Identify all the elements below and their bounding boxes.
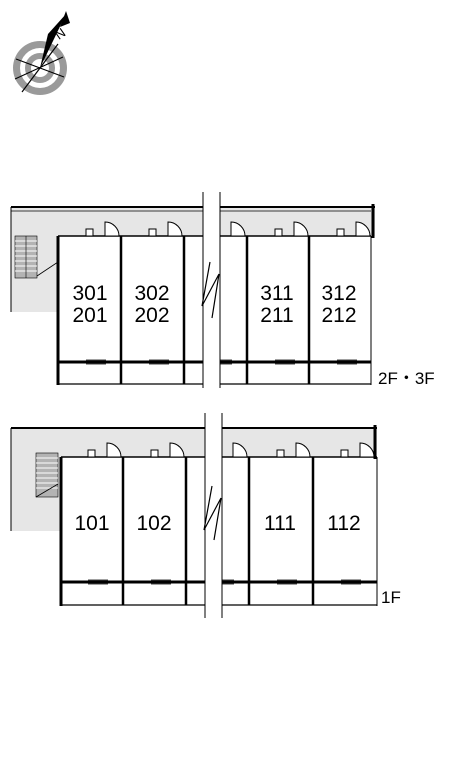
unit-label: 211: [260, 304, 293, 327]
floor-label: 2F・3F: [378, 369, 435, 388]
door-symbols: [85, 221, 371, 237]
stairs: [14, 235, 59, 279]
unit-label: 102: [136, 512, 171, 535]
unit-label: 111: [264, 512, 296, 535]
stairs: [35, 452, 59, 498]
north-label: N: [52, 25, 68, 43]
north-compass-icon: N: [13, 11, 70, 95]
window-symbols: [88, 579, 361, 585]
unit-label: 112: [327, 512, 360, 535]
unit-label: 202: [134, 304, 169, 327]
upper-floor-plan: [10, 192, 375, 388]
unit-label: 212: [321, 304, 356, 327]
unit-label: 301: [72, 282, 107, 305]
unit-label: 302: [134, 282, 169, 305]
floor-label: 1F: [381, 588, 401, 607]
unit-label: 311: [260, 282, 293, 305]
ground-unit-labels: 101 102 111 112: [74, 512, 360, 535]
upper-unit-labels: 301 201 302 202 311 211 312 212: [72, 282, 356, 327]
unit-label: 312: [321, 282, 356, 305]
unit-label: 201: [72, 304, 107, 327]
ground-floor-plan: [10, 413, 378, 618]
unit-label: 101: [74, 512, 109, 535]
